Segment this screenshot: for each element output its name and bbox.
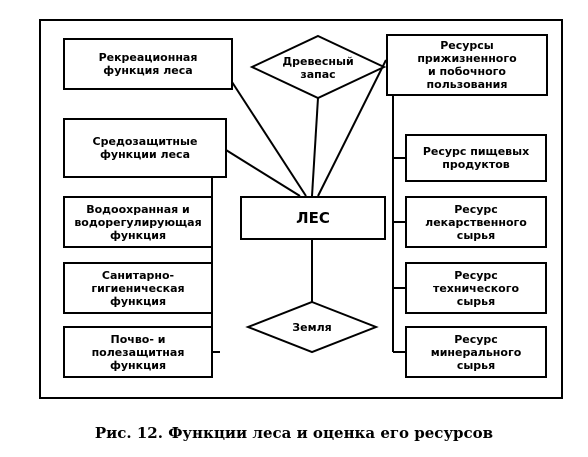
line-recreation-to-center: [231, 81, 307, 197]
outer-frame: [39, 19, 563, 399]
timber-stock-diamond: [249, 34, 387, 100]
medicinal-resource-box: Ресурс лекарственного сырья: [405, 196, 547, 248]
timber-stock-label: Древесный запас: [282, 55, 354, 81]
forest-center-box: ЛЕС: [240, 196, 386, 240]
food-products-resource-box: Ресурс пищевых продуктов: [405, 134, 547, 182]
land-label: Земля: [292, 321, 332, 334]
line-resources-to-center: [317, 59, 387, 197]
technical-resource-box: Ресурс технического сырья: [405, 262, 547, 314]
sanitary-function-box: Санитарно- гигиеническая функция: [63, 262, 213, 314]
protective-functions-box: Средозащитные функции леса: [63, 118, 227, 178]
mineral-resource-box: Ресурс минерального сырья: [405, 326, 547, 378]
connector-lines: [211, 59, 405, 353]
land-diamond: [245, 300, 379, 354]
recreation-function-box: Рекреационная функция леса: [63, 38, 233, 90]
line-diamond-to-center: [311, 97, 319, 197]
line-protective-to-center: [225, 149, 301, 197]
figure-caption: Рис. 12. Функции леса и оценка его ресур…: [94, 424, 494, 442]
secondary-use-resources-box: Ресурсы прижизненного и побочного пользо…: [386, 34, 548, 96]
water-protection-box: Водоохранная и водорегулирующая функция: [63, 196, 213, 248]
soil-protection-box: Почво- и полезащитная функция: [63, 326, 213, 378]
